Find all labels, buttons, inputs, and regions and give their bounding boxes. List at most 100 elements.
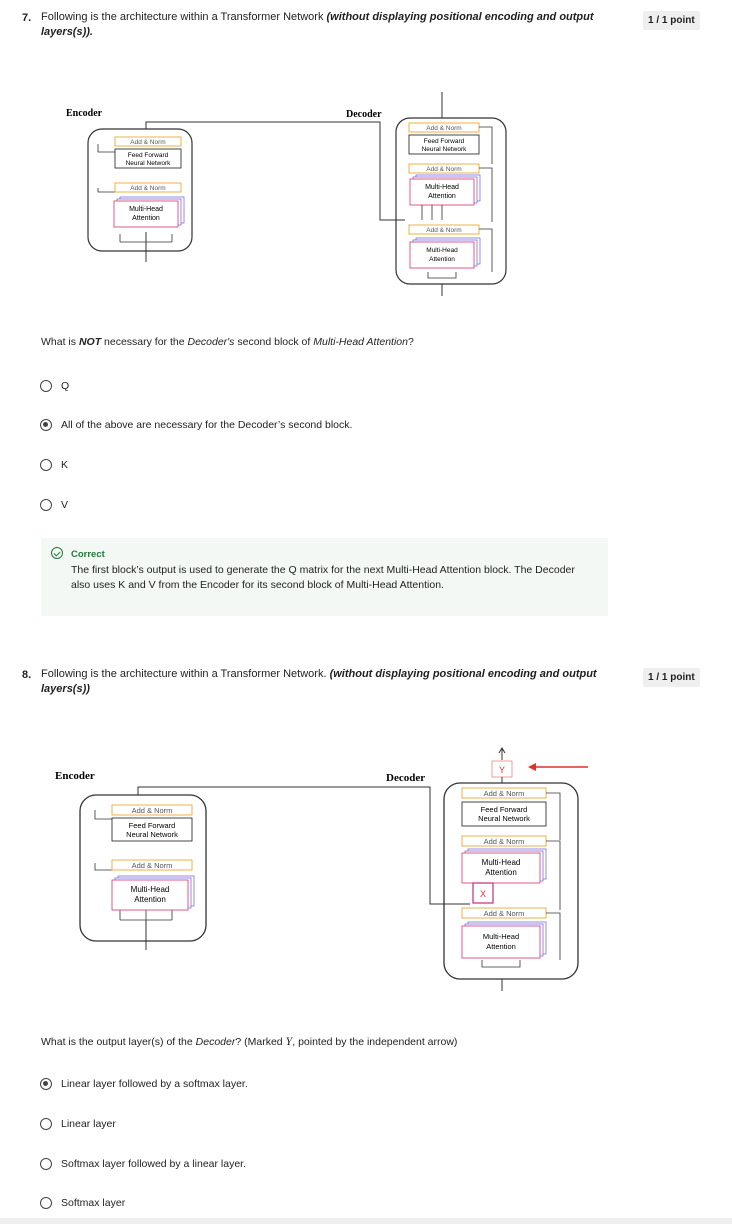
- q8-option-softmax[interactable]: Softmax layer: [40, 1197, 125, 1209]
- radio-button-selected[interactable]: [40, 1078, 52, 1090]
- q8-option-linear-softmax[interactable]: Linear layer followed by a softmax layer…: [40, 1078, 248, 1090]
- q8-dec-mha-1-line2: Attention: [485, 868, 517, 877]
- option-label: Softmax layer: [61, 1197, 126, 1209]
- q8-prompt-part: , pointed by the independent arrow): [292, 1036, 458, 1048]
- q7-dec-mha-2-line2: Attention: [429, 256, 455, 263]
- q7-option-v[interactable]: V: [40, 499, 68, 511]
- q7-option-q[interactable]: Q: [40, 380, 69, 392]
- q8-enc-ffn: [111, 817, 193, 842]
- q7-encoder-block: [87, 128, 193, 252]
- q7-prompt-part: necessary for the: [101, 336, 188, 348]
- bottom-scroll-bar: [0, 1218, 732, 1224]
- q8-prompt-italic: Decoder: [195, 1036, 236, 1048]
- q8-dec-ffn-line1: Feed Forward: [481, 805, 528, 814]
- q7-enc-add-norm-bottom: [114, 182, 182, 193]
- question-8-text-prefix: Following is the architecture within a T…: [41, 668, 330, 680]
- q8-y-marker-label: Y: [499, 765, 505, 775]
- q7-dec-mha-2: [409, 241, 475, 269]
- q8-dec-add-norm-3-label: Add & Norm: [484, 909, 525, 918]
- q8-x-marker: [472, 882, 494, 904]
- question-8-diagram: Encoder Decoder Y Add & Norm Feed Forwar…: [55, 747, 588, 991]
- q8-encoder-block: [79, 794, 207, 942]
- q8-enc-mha: [111, 879, 189, 911]
- q7-dec-add-norm-2: [408, 163, 480, 174]
- radio-button[interactable]: [40, 499, 52, 511]
- option-label: V: [61, 499, 69, 511]
- q7-encoder-label: Encoder: [66, 108, 103, 119]
- option-label: Softmax layer followed by a linear layer…: [61, 1158, 247, 1170]
- q8-option-linear[interactable]: Linear layer: [40, 1118, 116, 1130]
- q8-enc-add-norm-bottom-label: Add & Norm: [132, 861, 173, 870]
- q8-encoder-label: Encoder: [55, 770, 95, 782]
- q8-dec-mha-2: [461, 925, 541, 959]
- q8-decoder-label: Decoder: [386, 772, 425, 784]
- q8-dec-ffn-line2: Neural Network: [478, 814, 530, 823]
- q8-prompt-part: ? (Marked: [235, 1036, 286, 1048]
- q8-dec-mha-1: [461, 852, 541, 884]
- q7-feedback-panel: Correct The first block’s output is used…: [41, 538, 608, 616]
- q8-enc-mha-line2: Attention: [134, 895, 166, 904]
- q8-enc-add-norm-bottom: [111, 859, 193, 871]
- q7-dec-ffn: [408, 134, 480, 155]
- q7-dec-add-norm-1-label: Add & Norm: [426, 125, 461, 132]
- q8-dec-mha-2-line2: Attention: [486, 942, 516, 951]
- question-8-number: 8.: [22, 669, 32, 681]
- q8-option-softmax-linear[interactable]: Softmax layer followed by a linear layer…: [40, 1158, 246, 1170]
- question-7-text: Following is the architecture within a T…: [41, 10, 621, 40]
- q8-prompt-part: What is the output layer(s) of the: [41, 1036, 196, 1048]
- q7-dec-mha-1: [409, 178, 475, 206]
- q8-dec-add-norm-1-label: Add & Norm: [484, 789, 525, 798]
- q8-enc-add-norm-top: [111, 804, 193, 816]
- q8-dec-mha-1-line1: Multi-Head: [482, 858, 521, 867]
- q7-dec-mha-1-line2: Attention: [428, 193, 456, 200]
- q7-option-k[interactable]: K: [40, 459, 68, 471]
- q7-enc-mha-line2: Attention: [132, 215, 160, 222]
- q8-enc-add-norm-top-label: Add & Norm: [132, 806, 173, 815]
- radio-button[interactable]: [40, 1158, 52, 1170]
- q8-dec-add-norm-2-label: Add & Norm: [484, 837, 525, 846]
- q7-decoder-label: Decoder: [346, 109, 382, 120]
- radio-button[interactable]: [40, 1118, 52, 1130]
- q7-dec-add-norm-2-label: Add & Norm: [426, 166, 461, 173]
- radio-button[interactable]: [40, 459, 52, 471]
- q7-dec-ffn-line2: Neural Network: [422, 146, 468, 153]
- q8-dec-mha-2-line1: Multi-Head: [483, 932, 519, 941]
- radio-button-selected[interactable]: [40, 419, 52, 431]
- question-7-number: 7.: [22, 12, 32, 24]
- q8-decoder-block: [443, 782, 579, 980]
- q7-enc-add-norm-bottom-label: Add & Norm: [130, 185, 165, 192]
- q7-prompt-part: ?: [407, 336, 414, 348]
- option-label: All of the above are necessary for the D…: [61, 419, 353, 431]
- q7-dec-mha-2-line1: Multi-Head: [426, 247, 458, 254]
- q7-prompt-emphasis: NOT: [78, 336, 102, 348]
- q8-dec-ffn: [461, 801, 547, 827]
- q7-enc-ffn-line1: Feed Forward: [128, 152, 169, 159]
- q7-dec-mha-1-line1: Multi-Head: [425, 184, 459, 191]
- q7-dec-ffn-line1: Feed Forward: [424, 138, 465, 145]
- q7-prompt-italic: Decoder's: [187, 336, 235, 348]
- q7-enc-add-norm-top-label: Add & Norm: [130, 139, 165, 146]
- option-label: Linear layer: [61, 1118, 116, 1130]
- question-7-prompt: What is NOT necessary for the Decoder's …: [41, 336, 414, 348]
- radio-button[interactable]: [40, 1197, 52, 1209]
- q7-dec-add-norm-1: [408, 122, 480, 133]
- q7-enc-mha-line1: Multi-Head: [129, 206, 163, 213]
- q8-enc-ffn-line2: Neural Network: [126, 830, 178, 839]
- question-7-text-bold: (without displaying positional encoding …: [41, 11, 594, 38]
- feedback-title: Correct: [71, 549, 105, 560]
- q7-enc-add-norm-top: [114, 136, 182, 147]
- q7-prompt-part: second block of: [234, 336, 314, 348]
- q7-option-all[interactable]: All of the above are necessary for the D…: [40, 419, 352, 431]
- q8-x-marker-label: X: [480, 889, 486, 899]
- q8-enc-mha-line1: Multi-Head: [131, 885, 170, 894]
- option-label: Linear layer followed by a softmax layer…: [61, 1078, 248, 1090]
- q8-enc-ffn-line1: Feed Forward: [129, 821, 176, 830]
- q7-enc-mha: [113, 200, 179, 228]
- q7-dec-add-norm-3: [408, 224, 480, 235]
- question-8-text-bold: (without displaying positional encoding …: [41, 668, 597, 695]
- question-8-points-badge: 1 / 1 point: [643, 668, 700, 687]
- q7-prompt-part: What is: [41, 336, 79, 348]
- q7-enc-ffn-line2: Neural Network: [126, 160, 172, 167]
- q7-decoder-block: [395, 117, 507, 285]
- radio-button[interactable]: [40, 380, 52, 392]
